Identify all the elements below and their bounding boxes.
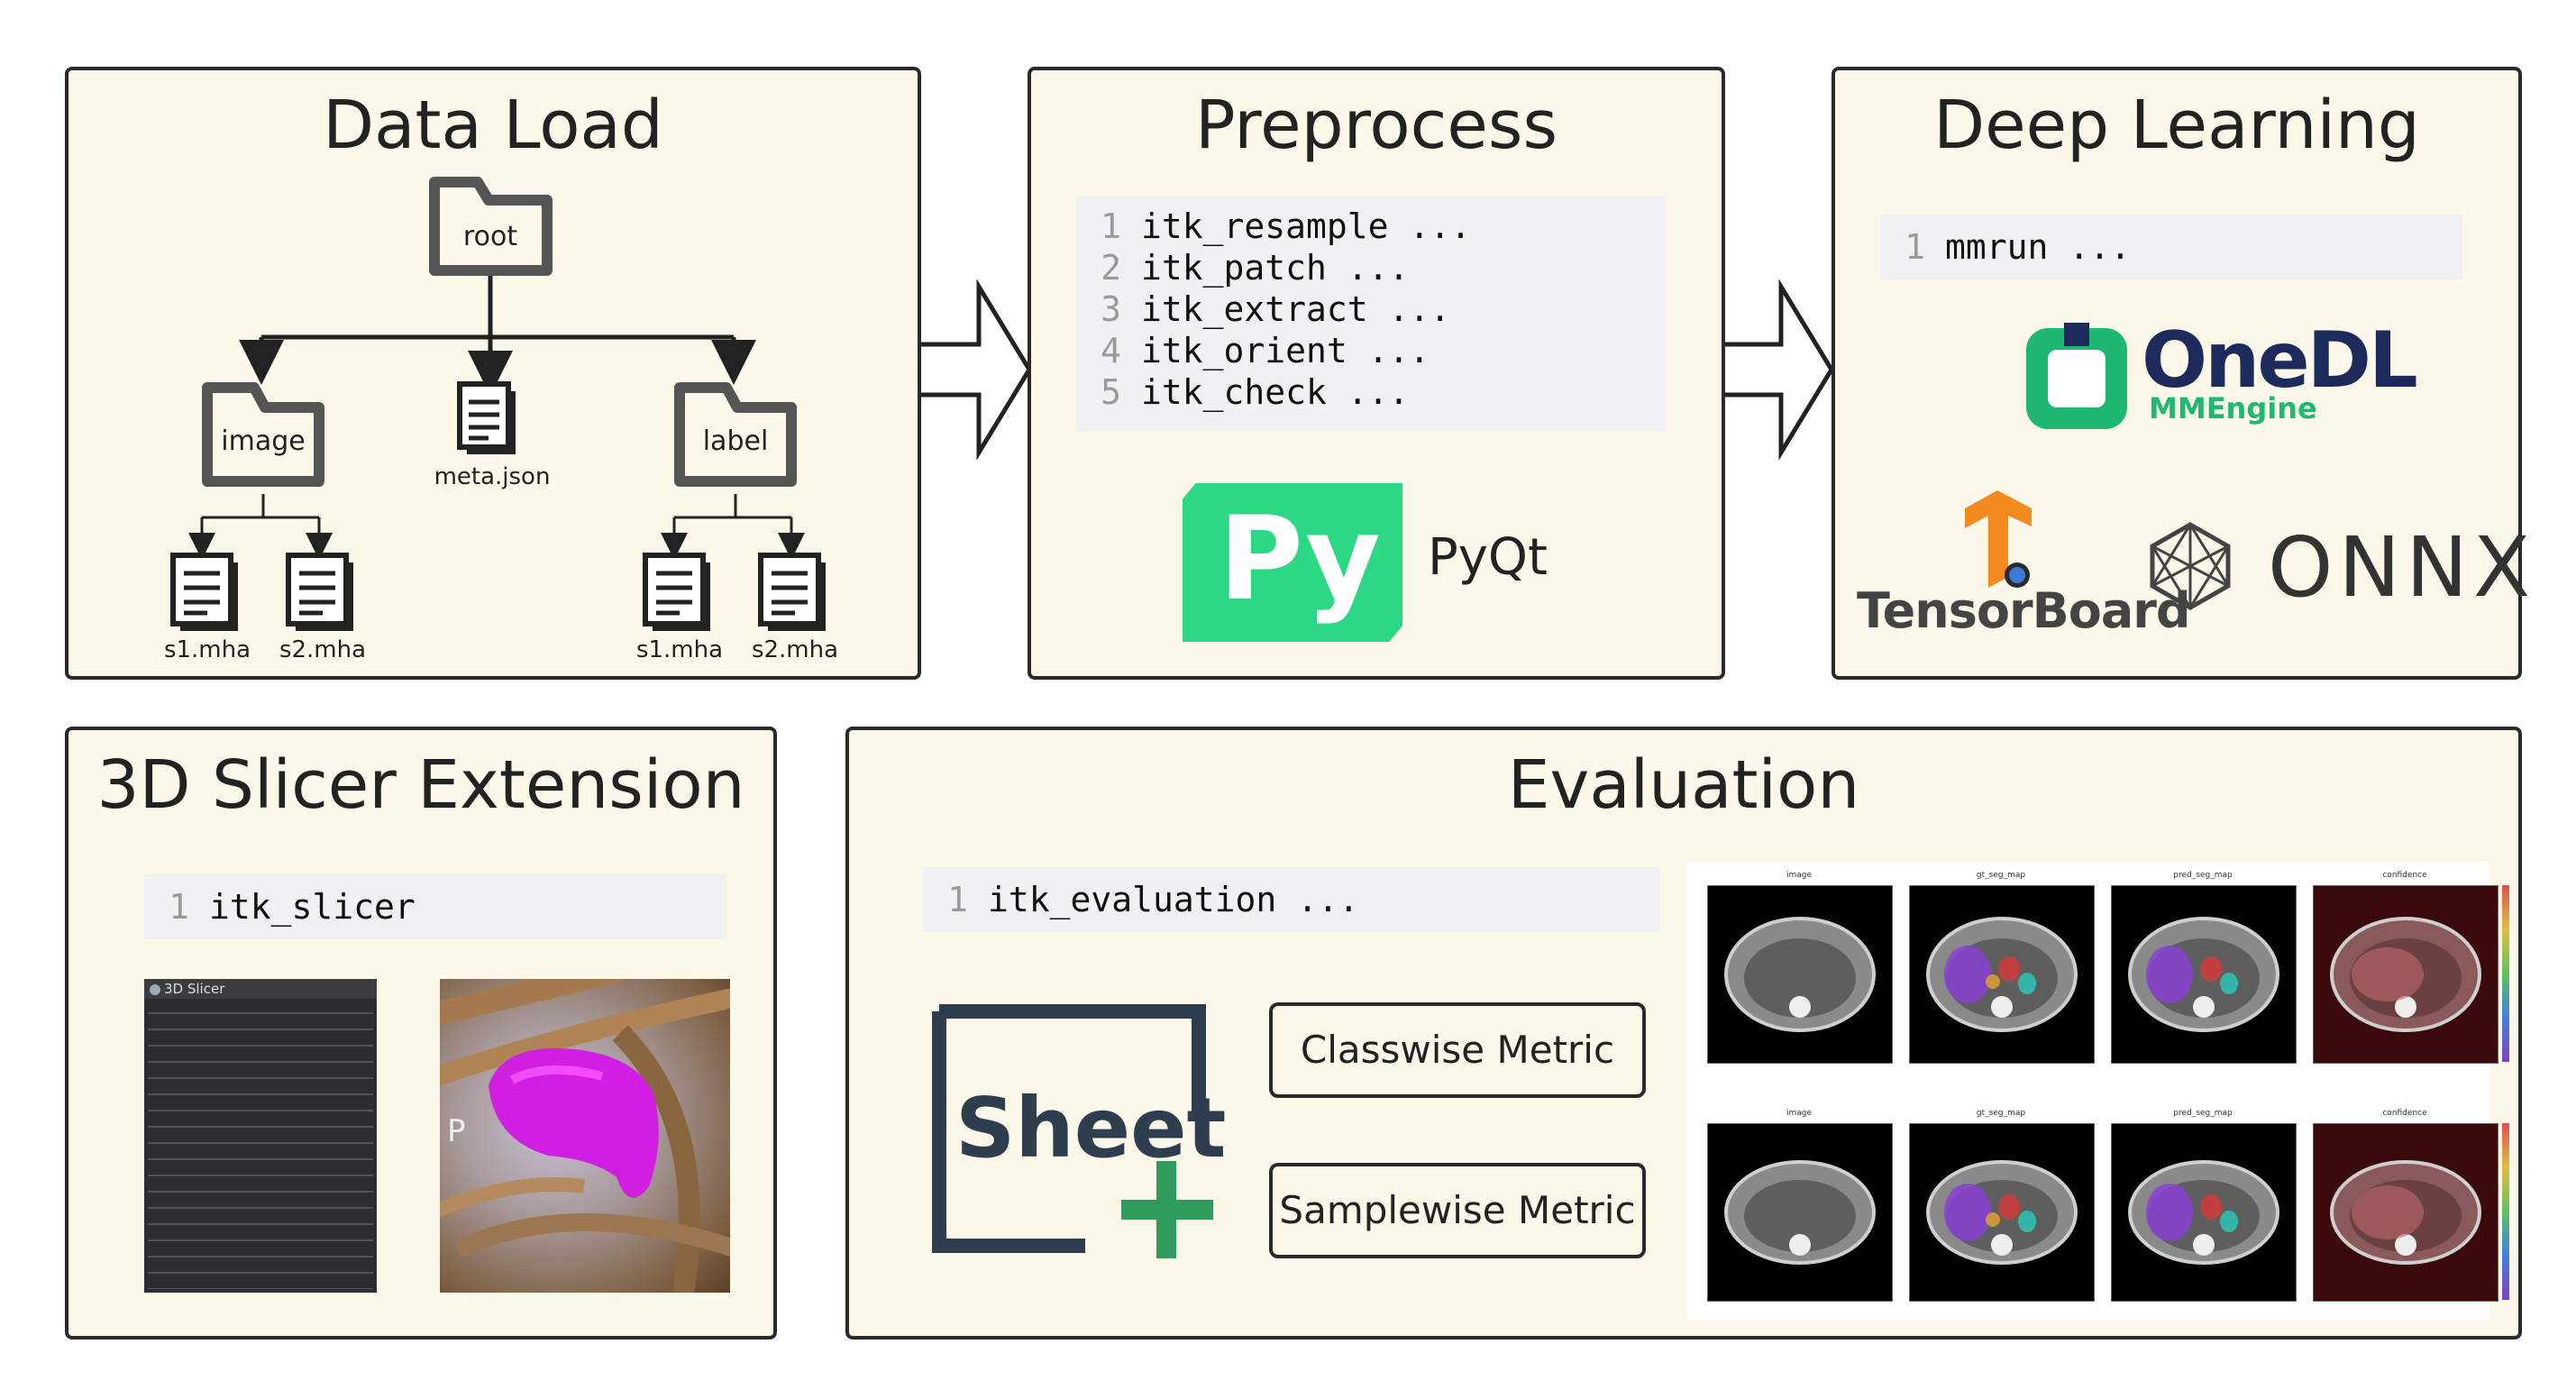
pyqt-logo-text: Py — [1219, 492, 1381, 626]
file-label-s1-label: s1.mha — [635, 636, 724, 663]
file-label-s1-image: s1.mha — [163, 636, 251, 663]
image-folder-label: image — [221, 425, 306, 457]
arrow-right-icon — [1723, 279, 1834, 460]
s2-mha-image-document-icon — [286, 553, 353, 631]
ct-plot-title: confidence — [2382, 871, 2427, 880]
ct-plot-title: gt_seg_map — [1976, 1109, 2026, 1118]
tensorboard-wordmark: TensorBoard — [1857, 582, 2191, 639]
s1-mha-label-document-icon — [643, 553, 710, 631]
evaluation-title: Evaluation — [1507, 746, 1860, 824]
onnx-wordmark: ONNX — [2268, 519, 2536, 616]
ct-plot-title: image — [1786, 871, 1813, 880]
slicer-app-icon — [150, 983, 160, 995]
ct-slice-icon — [2330, 917, 2481, 1032]
slicer-window-titlebar: 3D Slicer — [144, 979, 377, 999]
confidence-colorbar — [2502, 1123, 2509, 1300]
image-folder-icon — [202, 382, 324, 487]
results-row-1: image gt_seg_map pred_seg_map confidence — [1687, 862, 2509, 1078]
root-folder-icon — [429, 177, 553, 276]
label-folder-label: label — [702, 425, 769, 457]
mmengine-wordmark: MMEngine — [2149, 391, 2317, 425]
pyqt-logo: Py — [1183, 483, 1402, 642]
data-load-tree-diagram — [170, 177, 826, 631]
file-label-s2-image: s2.mha — [279, 636, 367, 663]
ct-plot-title: pred_seg_map — [2173, 1109, 2233, 1118]
slicer-settings-rows — [148, 1004, 373, 1289]
ct-plot-confidence — [2313, 885, 2498, 1064]
meta-json-document-icon — [457, 381, 516, 454]
sheet-logo-text: Sheet — [955, 1080, 1227, 1176]
onedl-wordmark: OneDL — [2142, 315, 2418, 406]
ct-slice-icon — [2128, 917, 2279, 1032]
ct-slice-icon — [2330, 1160, 2481, 1265]
ct-plot-image — [1707, 885, 1893, 1064]
ct-plot-title: pred_seg_map — [2173, 871, 2233, 880]
slicer-module-panel-screenshot: 3D Slicer — [144, 979, 377, 1293]
ct-plot-image — [1707, 1123, 1893, 1302]
root-folder-label: root — [462, 221, 518, 252]
ct-plot-confidence — [2313, 1123, 2498, 1302]
ct-plot-pred-seg-map — [2111, 1123, 2297, 1302]
preprocess-title: Preprocess — [1194, 87, 1557, 164]
ct-plot-title: image — [1786, 1109, 1813, 1118]
ct-plot-gt-seg-map — [1909, 885, 2095, 1064]
file-label-s2-label: s2.mha — [751, 636, 839, 663]
confidence-colorbar — [2502, 885, 2509, 1062]
slicer-window-title: 3D Slicer — [164, 981, 225, 997]
deep-learning-title: Deep Learning — [1933, 87, 2420, 164]
samplewise-metric-box: Samplewise Metric — [1269, 1163, 1646, 1258]
ct-slice-icon — [1724, 917, 1876, 1032]
segmentation-render-icon: P — [440, 979, 730, 1293]
s1-mha-image-document-icon — [170, 553, 238, 631]
ct-slice-icon — [1724, 1160, 1876, 1265]
ct-slice-icon — [1926, 1160, 2078, 1265]
slicer-extension-title: 3D Slicer Extension — [96, 746, 745, 824]
meta-json-label: meta.json — [434, 463, 551, 490]
arrow-right-icon — [921, 279, 1032, 460]
pyqt-label: PyQt — [1428, 528, 1548, 587]
classwise-metric-box: Classwise Metric — [1269, 1002, 1646, 1098]
ct-plot-title: gt_seg_map — [1976, 871, 2026, 880]
slicer-3d-render-view: P — [440, 979, 730, 1293]
data-load-title: Data Load — [323, 87, 663, 164]
onnx-logo-icon — [2150, 522, 2231, 610]
ct-plot-title: confidence — [2382, 1109, 2427, 1118]
results-row-2: image gt_seg_map pred_seg_map confidence — [1687, 1100, 2509, 1316]
ct-slice-icon — [2128, 1160, 2279, 1265]
tensorflow-logo-icon — [1965, 490, 2032, 588]
svg-text:P: P — [447, 1113, 466, 1149]
sheet-plus-logo-icon — [932, 1004, 1213, 1258]
onedl-logo-icon — [2026, 323, 2127, 429]
label-folder-icon — [674, 382, 797, 487]
ct-slice-icon — [1926, 917, 2078, 1032]
s2-mha-label-document-icon — [758, 553, 826, 631]
ct-plot-pred-seg-map — [2111, 885, 2297, 1064]
evaluation-results-figure: image gt_seg_map pred_seg_map confidence im… — [1687, 862, 2509, 1320]
ct-plot-gt-seg-map — [1909, 1123, 2095, 1302]
